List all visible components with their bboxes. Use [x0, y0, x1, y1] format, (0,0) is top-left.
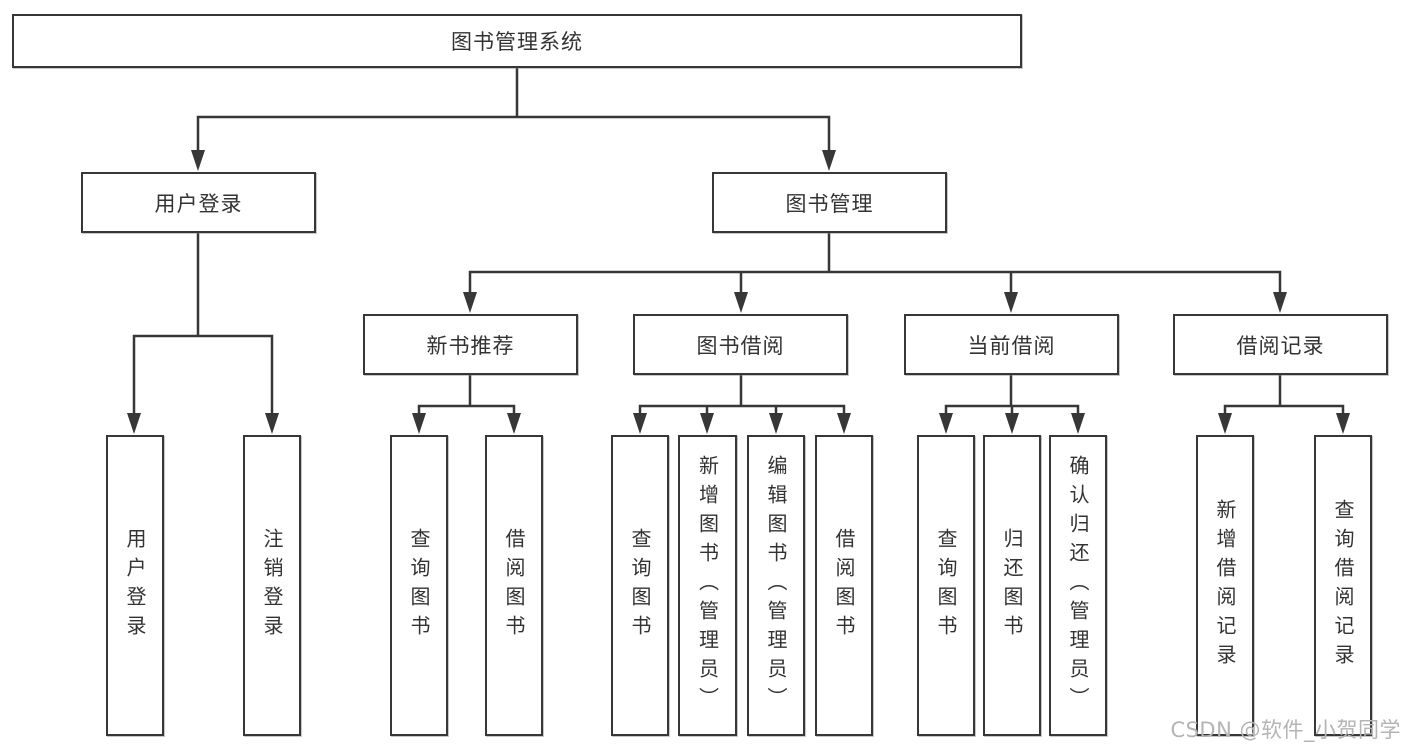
arrowhead-down-icon: [939, 413, 953, 434]
arrowheads-down: [127, 150, 1350, 434]
leaf-logout: 注销登录: [243, 435, 301, 736]
arrowhead-down-icon: [265, 413, 279, 434]
leaf-nb-borrow-books: 借阅图书: [485, 435, 543, 736]
arrowhead-down-icon: [412, 413, 426, 434]
connector-root-to-level2: [196, 68, 831, 152]
leaf-bb-borrow-books-label: 借阅图书: [832, 527, 856, 644]
node-current-borrow-label: 当前借阅: [967, 333, 1056, 358]
leaf-user-login: 用户登录: [106, 435, 164, 736]
leaf-bb-add-books-admin-label: 新增图书（管理员）: [695, 455, 720, 716]
leaf-nb-query-books-label: 查询图书: [407, 527, 431, 644]
arrowhead-down-icon: [822, 150, 836, 171]
leaf-bb-edit-books-admin: 编辑图书（管理员）: [747, 435, 805, 736]
connector-newbook-to-leaves: [417, 375, 516, 416]
leaf-cb-return-books-label: 归还图书: [1000, 527, 1024, 644]
leaf-nb-query-books: 查询图书: [390, 435, 448, 736]
node-user-login: 用户登录: [81, 172, 316, 233]
node-book-borrow-label: 图书借阅: [696, 333, 785, 358]
arrowhead-down-icon: [1071, 413, 1085, 434]
leaf-cb-confirm-return-admin: 确认归还（管理员）: [1049, 435, 1107, 736]
connector-borrowrecord-to-leaves: [1223, 375, 1345, 416]
leaf-bb-add-books-admin: 新增图书（管理员）: [678, 435, 737, 736]
node-book-management-label: 图书管理: [785, 191, 874, 216]
arrowhead-down-icon: [1273, 292, 1287, 313]
arrowhead-down-icon: [127, 413, 141, 434]
arrowhead-down-icon: [1218, 413, 1232, 434]
arrowhead-down-icon: [633, 413, 647, 434]
leaf-br-query-record: 查询借阅记录: [1314, 435, 1372, 736]
leaf-br-query-record-label: 查询借阅记录: [1331, 498, 1355, 673]
connector-bookmgmt-to-level3: [468, 233, 1282, 296]
node-user-login-label: 用户登录: [154, 191, 243, 216]
node-new-book-recommend: 新书推荐: [363, 314, 578, 375]
node-borrow-records-label: 借阅记录: [1236, 333, 1325, 358]
connector-userlogin-to-leaves: [132, 233, 274, 415]
node-root: 图书管理系统: [12, 14, 1022, 68]
arrowhead-down-icon: [700, 413, 714, 434]
node-book-management: 图书管理: [712, 172, 947, 233]
leaf-cb-query-books-label: 查询图书: [934, 527, 958, 644]
leaf-bb-query-books-label: 查询图书: [628, 527, 652, 644]
arrowhead-down-icon: [191, 150, 205, 171]
leaf-logout-label: 注销登录: [260, 527, 284, 644]
arrowhead-down-icon: [1004, 292, 1018, 313]
node-root-label: 图书管理系统: [451, 30, 583, 54]
arrowhead-down-icon: [1005, 413, 1019, 434]
node-book-borrow: 图书借阅: [633, 314, 848, 375]
csdn-watermark: CSDN @软件_小贺同学: [1170, 718, 1401, 742]
leaf-nb-borrow-books-label: 借阅图书: [502, 527, 526, 644]
connector-currentborrow-to-leaves: [944, 375, 1080, 416]
arrowhead-down-icon: [734, 292, 748, 313]
node-borrow-records: 借阅记录: [1173, 314, 1388, 375]
leaf-br-add-record: 新增借阅记录: [1196, 435, 1254, 736]
node-new-book-recommend-label: 新书推荐: [426, 333, 515, 358]
arrowhead-down-icon: [769, 413, 783, 434]
leaf-cb-confirm-return-admin-label: 确认归还（管理员）: [1066, 455, 1090, 716]
leaf-bb-borrow-books: 借阅图书: [815, 435, 873, 736]
arrowhead-down-icon: [837, 413, 851, 434]
arrowhead-down-icon: [507, 413, 521, 434]
leaf-cb-return-books: 归还图书: [983, 435, 1041, 736]
leaf-br-add-record-label: 新增借阅记录: [1213, 498, 1237, 673]
leaf-user-login-label: 用户登录: [123, 527, 147, 644]
leaf-bb-query-books: 查询图书: [611, 435, 669, 736]
leaf-bb-edit-books-admin-label: 编辑图书（管理员）: [764, 455, 788, 716]
arrowhead-down-icon: [463, 292, 477, 313]
node-current-borrow: 当前借阅: [904, 314, 1119, 375]
leaf-cb-query-books: 查询图书: [917, 435, 975, 736]
connector-bookborrow-to-leaves: [638, 375, 846, 416]
arrowhead-down-icon: [1336, 413, 1350, 434]
